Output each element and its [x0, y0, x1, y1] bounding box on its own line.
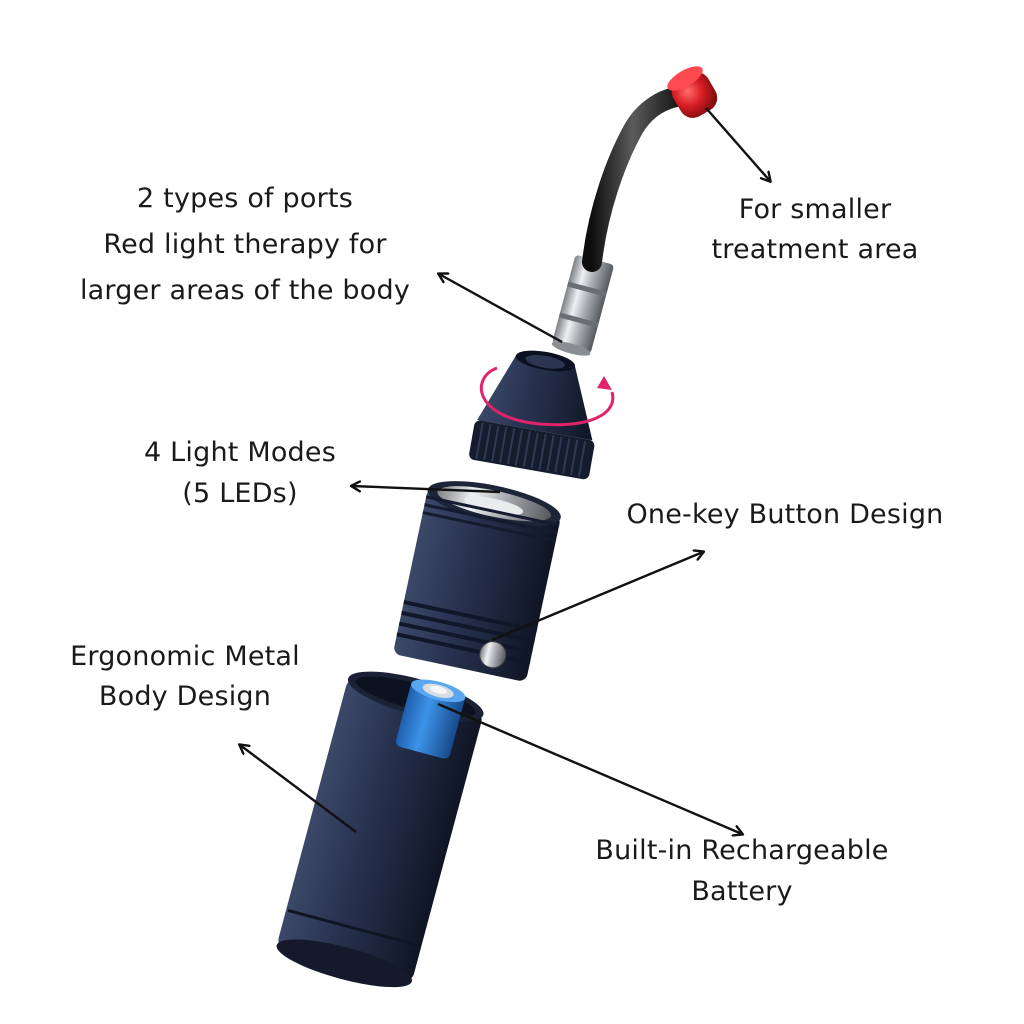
- label-smaller-area-line-2: treatment area: [711, 234, 919, 265]
- rechargeable-battery: [395, 679, 466, 759]
- label-ports-line-1: 2 types of ports: [137, 183, 353, 214]
- label-light-modes-line-2: (5 LEDs): [182, 478, 298, 509]
- arrow-smaller-area: [705, 107, 770, 181]
- red-tip-cap: [667, 66, 718, 118]
- label-battery-line-2: Battery: [691, 876, 793, 907]
- one-key-button: [479, 641, 507, 669]
- label-button-line-1: One-key Button Design: [626, 499, 944, 530]
- label-smaller-area: For smaller treatment area: [690, 190, 940, 270]
- knurled-cap: [469, 350, 595, 480]
- label-ports-line-2: Red light therapy for: [103, 229, 387, 260]
- arrow-ports: [439, 274, 563, 344]
- callout-arrows: [240, 107, 770, 834]
- light-guide-rod: [582, 86, 692, 272]
- label-body-line-2: Body Design: [98, 681, 272, 712]
- arrow-light-modes: [352, 486, 501, 494]
- arrow-button: [491, 552, 703, 642]
- label-smaller-area-line-1: For smaller: [738, 194, 892, 225]
- label-battery-line-1: Built-in Rechargeable: [595, 835, 889, 866]
- label-ports: 2 types of ports Red light therapy for l…: [60, 176, 430, 314]
- steel-connector: [551, 255, 614, 356]
- arrow-body: [240, 745, 357, 833]
- label-light-modes: 4 Light Modes (5 LEDs): [120, 432, 360, 514]
- label-body: Ergonomic Metal Body Design: [50, 637, 320, 717]
- label-battery: Built-in Rechargeable Battery: [572, 830, 912, 912]
- label-ports-line-3: larger areas of the body: [79, 275, 411, 306]
- label-button: One-key Button Design: [604, 492, 966, 538]
- rotate-arrow-icon: [479, 366, 615, 427]
- arrow-battery: [437, 702, 742, 834]
- label-body-line-1: Ergonomic Metal: [70, 641, 300, 672]
- middle-section: [394, 481, 561, 681]
- label-light-modes-line-1: 4 Light Modes: [144, 437, 336, 468]
